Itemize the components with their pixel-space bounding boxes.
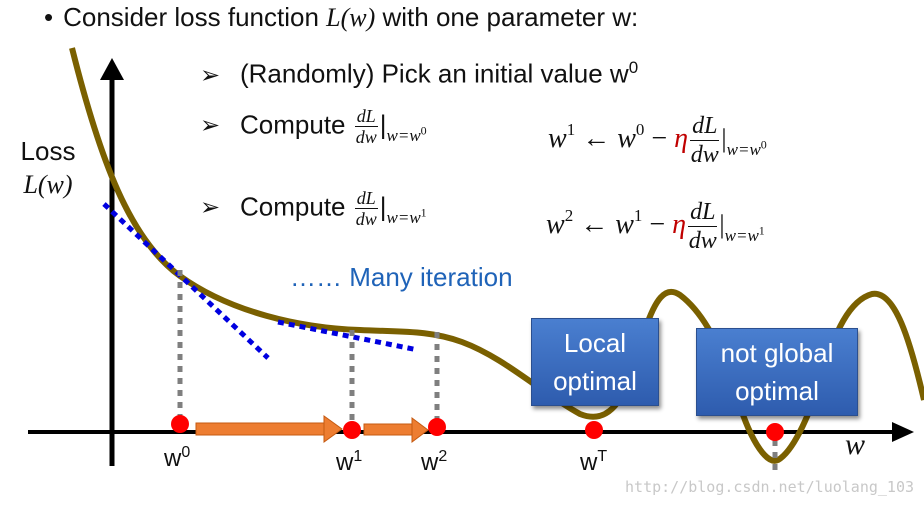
y-axis-label-line1: Loss (20, 136, 76, 166)
label-w1-base: w (336, 449, 354, 476)
point-w0 (171, 415, 189, 433)
watermark: http://blog.csdn.net/luolang_103 (625, 478, 914, 496)
label-w0: w0 (164, 444, 190, 473)
eq1-minus: − (651, 122, 668, 154)
label-w2-base: w (421, 449, 439, 476)
step-2-bar: | (379, 109, 387, 140)
eq2-bar: | (719, 209, 725, 239)
y-axis-label: Loss L(w) (18, 134, 78, 202)
label-w1-sup: 1 (353, 448, 363, 465)
eq1-subsup: 0 (760, 137, 767, 152)
step-2-num: dL (354, 106, 378, 127)
step-2-den: dw (355, 127, 377, 147)
step-arrow-1-head (323, 415, 343, 443)
eq1-rhs-w: w (617, 122, 636, 154)
eq2-minus: − (649, 208, 666, 240)
step-3-sub-text: w=w (386, 208, 421, 228)
label-w2: w2 (421, 448, 447, 477)
step-3-subsup: 1 (420, 205, 427, 220)
header-func: L(w) (326, 3, 376, 32)
point-global (766, 423, 784, 441)
not-global-optimal-callout: not global optimal (696, 328, 858, 416)
step-3-den: dw (355, 209, 377, 229)
step-2-arrow-icon: ➢ (200, 112, 221, 140)
many-iteration-text: …… Many iteration (290, 262, 513, 292)
step-3-text: Compute (240, 191, 353, 222)
label-wT: wT (580, 448, 607, 477)
step-2-sub-text: w=w (386, 126, 421, 146)
local-optimal-callout: Local optimal (531, 318, 659, 406)
step-arrow-1-body (195, 422, 327, 436)
step-3-arrow-icon: ➢ (200, 194, 221, 222)
step-1: ➢ (Randomly) Pick an initial value w0 (200, 58, 638, 90)
local-optimal-line2: optimal (553, 366, 637, 396)
step-3-bar: | (379, 191, 387, 222)
eq1-rhs-sup: 0 (635, 119, 645, 139)
tangent-line-w0 (102, 202, 270, 360)
eq1-sub: w=w0 (726, 137, 767, 159)
eq2-eta: η (672, 208, 687, 240)
not-global-line2: optimal (735, 376, 819, 406)
eq1-lhs: w (548, 122, 567, 154)
step-3-num: dL (354, 188, 378, 209)
label-wT-sup: T (597, 448, 608, 465)
local-optimal-line1: Local (563, 328, 627, 358)
step-2-subsup: 0 (420, 123, 427, 138)
x-axis-arrowhead (892, 422, 914, 442)
eq2-rhs-sup: 1 (633, 205, 643, 225)
label-w1: w1 (336, 448, 362, 477)
eq1-lhs-sup: 1 (566, 119, 576, 139)
x-axis-label: w (845, 428, 866, 461)
step-1-arrow-icon: ➢ (200, 61, 221, 89)
header-line: • Consider loss function L(w) with one pa… (44, 2, 638, 33)
step-arrow-2-head (411, 417, 429, 443)
eq2-lhs-sup: 2 (564, 205, 574, 225)
header-bullet: • (44, 2, 54, 32)
header-text-before: Consider loss function (63, 2, 327, 32)
eq2-den: dw (688, 228, 717, 254)
eq2-sub: w=w1 (724, 223, 765, 245)
header-text-after: with one parameter w: (375, 2, 639, 32)
eq2-lhs: w (546, 208, 565, 240)
eq1-num: dL (690, 113, 720, 141)
label-w2-sup: 2 (438, 448, 448, 465)
step-2-sub: w=w0 (386, 123, 427, 146)
y-axis-label-line2: L(w) (23, 170, 73, 199)
eq2-sub-text: w=w (724, 225, 759, 245)
eq1-sub-text: w=w (726, 139, 761, 159)
eq2-subsup: 1 (758, 223, 765, 238)
label-wT-base: w (580, 449, 598, 476)
eq2-assign-arrow: ← (580, 208, 609, 240)
y-axis-arrowhead (100, 58, 124, 80)
tangent-line-w1 (277, 319, 419, 353)
step-arrow-2-body (363, 423, 415, 436)
step-2-text: Compute (240, 109, 353, 140)
step-3-sub: w=w1 (386, 205, 427, 228)
eq2-num: dL (688, 199, 718, 227)
eq2-rhs-w: w (615, 208, 634, 240)
step-1-sup: 0 (628, 58, 639, 77)
point-w1 (343, 421, 361, 439)
label-w0-sup: 0 (181, 444, 191, 461)
point-wT (585, 421, 603, 439)
eq1-bar: | (721, 123, 727, 153)
label-w0-base: w (164, 445, 182, 472)
eq1-assign-arrow: ← (582, 122, 611, 154)
step-1-text: (Randomly) Pick an initial value w (240, 58, 629, 89)
eq1-den: dw (690, 142, 719, 168)
point-w2 (428, 418, 446, 436)
eq1-eta: η (674, 122, 689, 154)
not-global-line1: not global (720, 338, 834, 368)
